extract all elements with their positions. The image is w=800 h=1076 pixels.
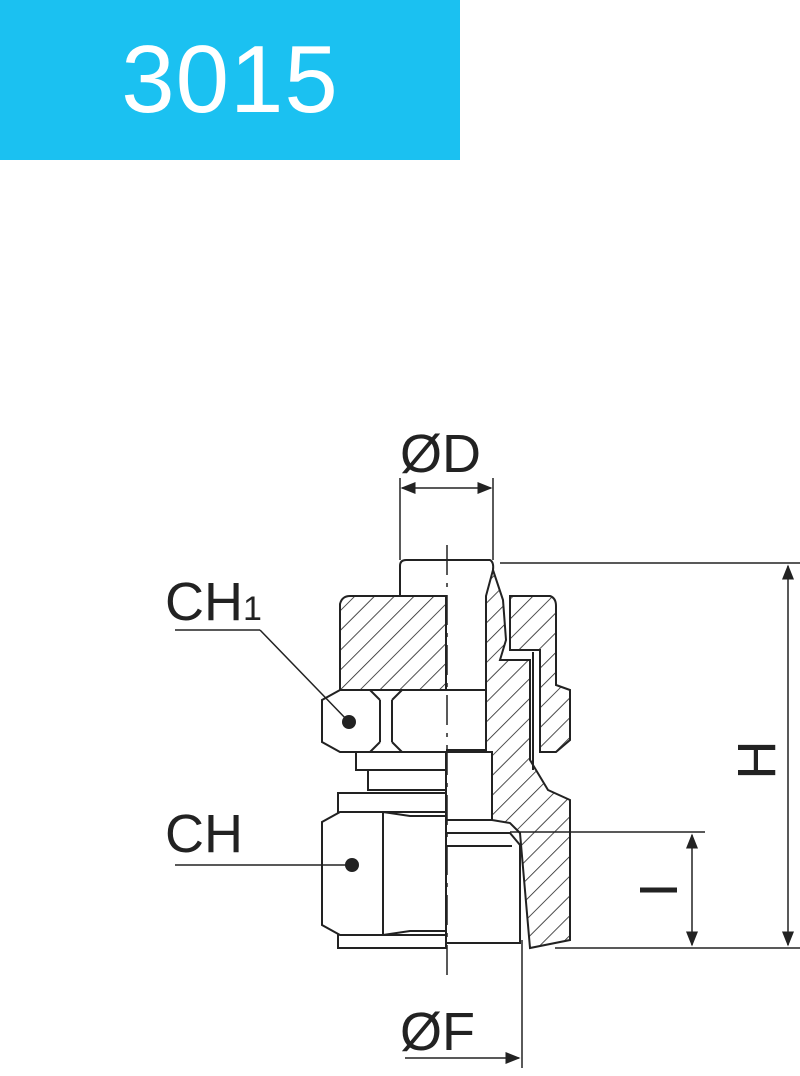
- tube: [399, 559, 495, 596]
- ch-leader-dot: [345, 858, 359, 872]
- ch1-leader-dot: [342, 715, 356, 729]
- neck: [355, 751, 447, 771]
- dimension-od-label: ØD: [400, 424, 481, 484]
- title-banner: 3015: [0, 0, 460, 160]
- model-number: 3015: [121, 26, 339, 133]
- dimension-of-label: ØF: [400, 1002, 475, 1062]
- ch1-label: CH1: [165, 572, 262, 632]
- upper-nut-section-left: [339, 595, 447, 691]
- dimension-i-label: I: [629, 882, 689, 897]
- upper-nut-section-right: [509, 595, 571, 753]
- body-section: [485, 566, 571, 950]
- dimension-h-label: H: [727, 741, 787, 780]
- ch-label: CH: [165, 804, 243, 864]
